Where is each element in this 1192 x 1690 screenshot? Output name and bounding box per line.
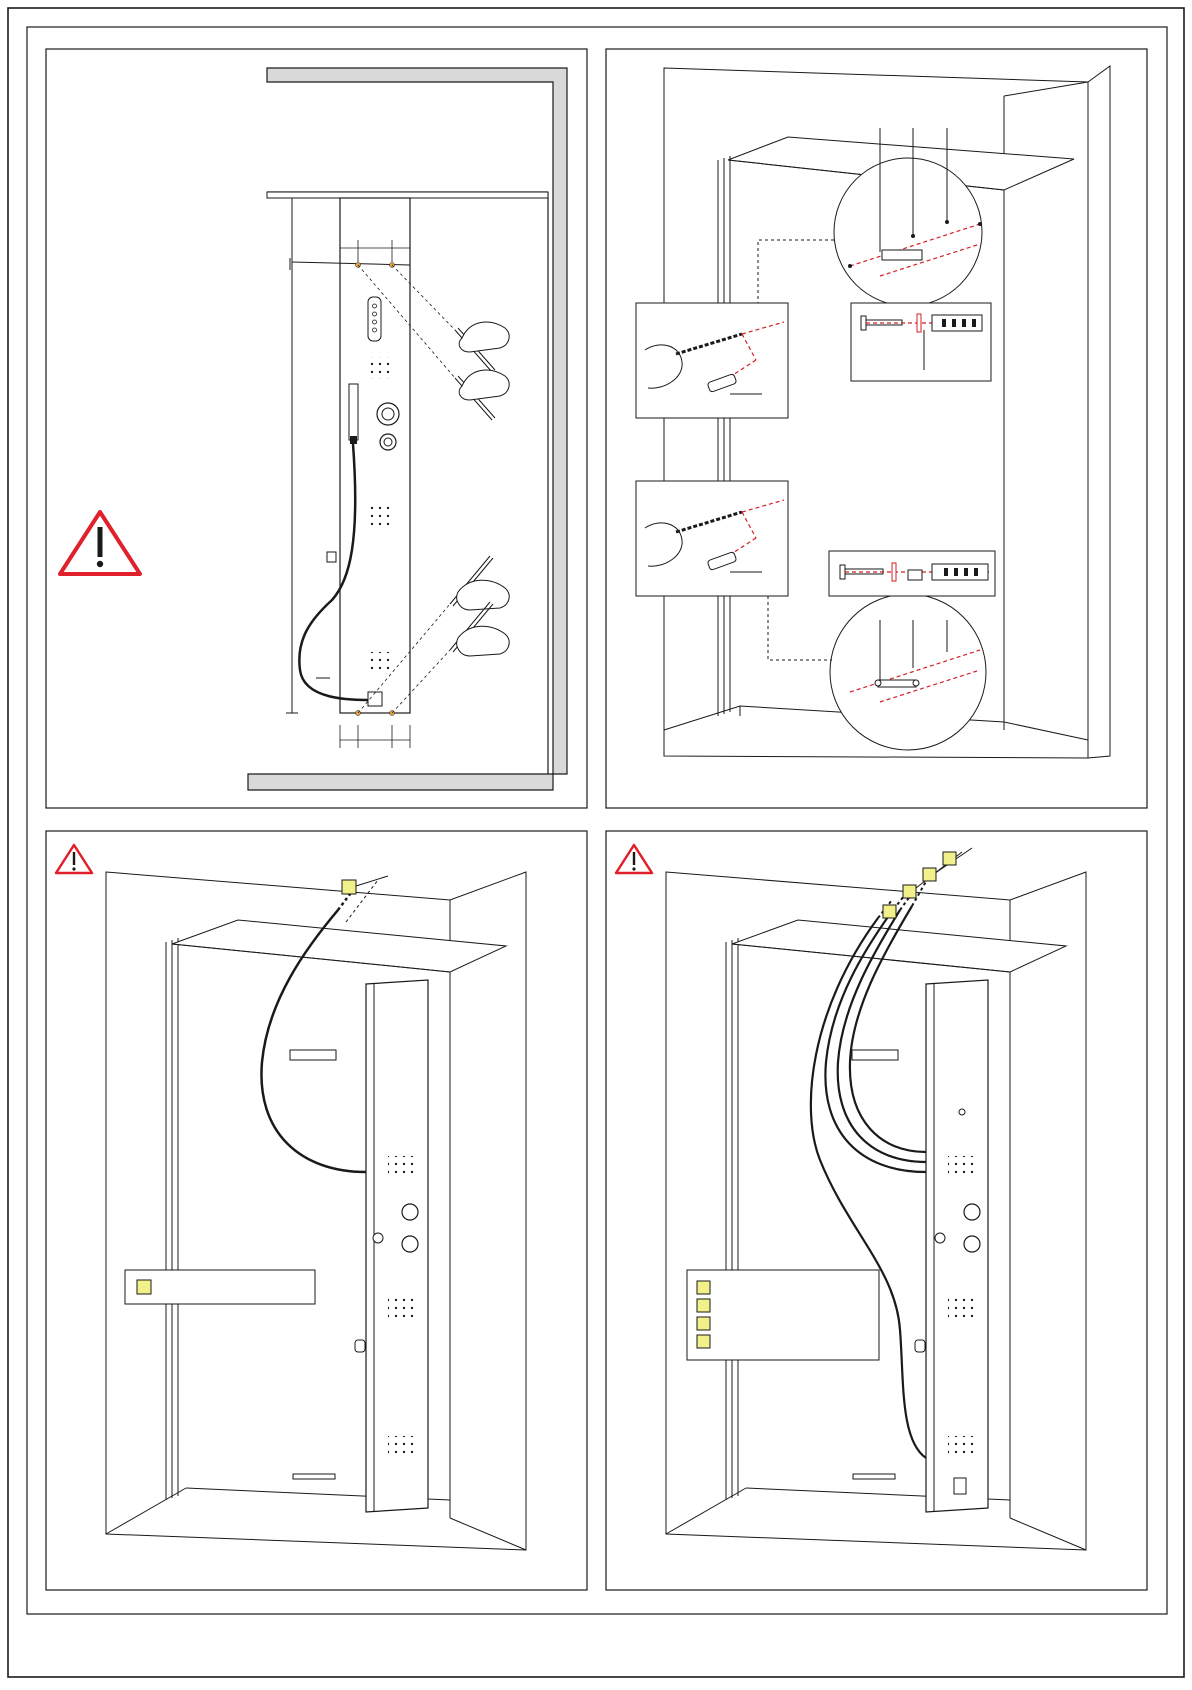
legend-marker xyxy=(137,1280,151,1294)
panel-drilling-brackets xyxy=(606,49,1147,808)
detail-circle-lower xyxy=(830,594,986,750)
supply-marker-4 xyxy=(943,852,956,865)
supply-marker-1 xyxy=(883,905,896,918)
legend-box xyxy=(687,1270,879,1360)
panel-four-supply xyxy=(606,831,1147,1590)
detail-circle-upper xyxy=(834,158,982,306)
hand-pencil-icon xyxy=(450,602,509,656)
shower-column-icon xyxy=(915,980,988,1512)
bracket-icon xyxy=(290,1050,336,1060)
thermostat-knob xyxy=(377,403,399,425)
supply-hose-4 xyxy=(811,918,926,1458)
legend-box xyxy=(125,1270,315,1304)
warning-triangle-icon xyxy=(56,845,92,873)
bracket-icon xyxy=(852,1050,898,1060)
wall-plug-icon xyxy=(932,564,988,580)
body-jets-lower xyxy=(366,652,390,674)
panel-single-supply xyxy=(46,831,587,1590)
page-border-inner xyxy=(27,27,1167,1614)
diverter-knob xyxy=(380,434,396,450)
legend-marker-1 xyxy=(697,1281,710,1294)
bracket-icon xyxy=(878,680,916,687)
screw-icon xyxy=(845,569,883,574)
bracket-icon xyxy=(882,250,922,260)
shower-column-icon xyxy=(355,980,428,1512)
screw-detail-lower xyxy=(829,551,995,596)
legend-marker-4 xyxy=(697,1335,710,1348)
shower-column-outline xyxy=(340,198,410,713)
shower-hose xyxy=(299,444,372,700)
supply-marker xyxy=(342,880,356,894)
page-border-outer xyxy=(8,8,1184,1677)
panel-marking-holes xyxy=(46,49,587,808)
hand-pencil-icon xyxy=(455,322,509,372)
bracket-icon xyxy=(293,1474,335,1479)
wall-section xyxy=(248,68,567,790)
body-jets-upper xyxy=(366,357,390,379)
supply-marker-3 xyxy=(923,868,936,881)
warning-triangle-icon xyxy=(616,845,652,873)
legend-marker-3 xyxy=(697,1317,710,1330)
drill-detail-upper xyxy=(636,303,788,418)
body-jets-middle xyxy=(366,504,390,526)
hand-pencil-icon xyxy=(455,370,509,420)
legend-marker-2 xyxy=(697,1299,710,1312)
warning-triangle-icon xyxy=(60,512,140,574)
screw-detail-upper xyxy=(851,303,991,381)
supply-marker-2 xyxy=(903,885,916,898)
hand-pencil-icon xyxy=(450,556,509,610)
drill-detail-lower xyxy=(636,481,788,596)
bracket-icon xyxy=(853,1474,895,1479)
bracket-icon xyxy=(908,570,922,580)
hand-shower-icon xyxy=(349,384,358,440)
